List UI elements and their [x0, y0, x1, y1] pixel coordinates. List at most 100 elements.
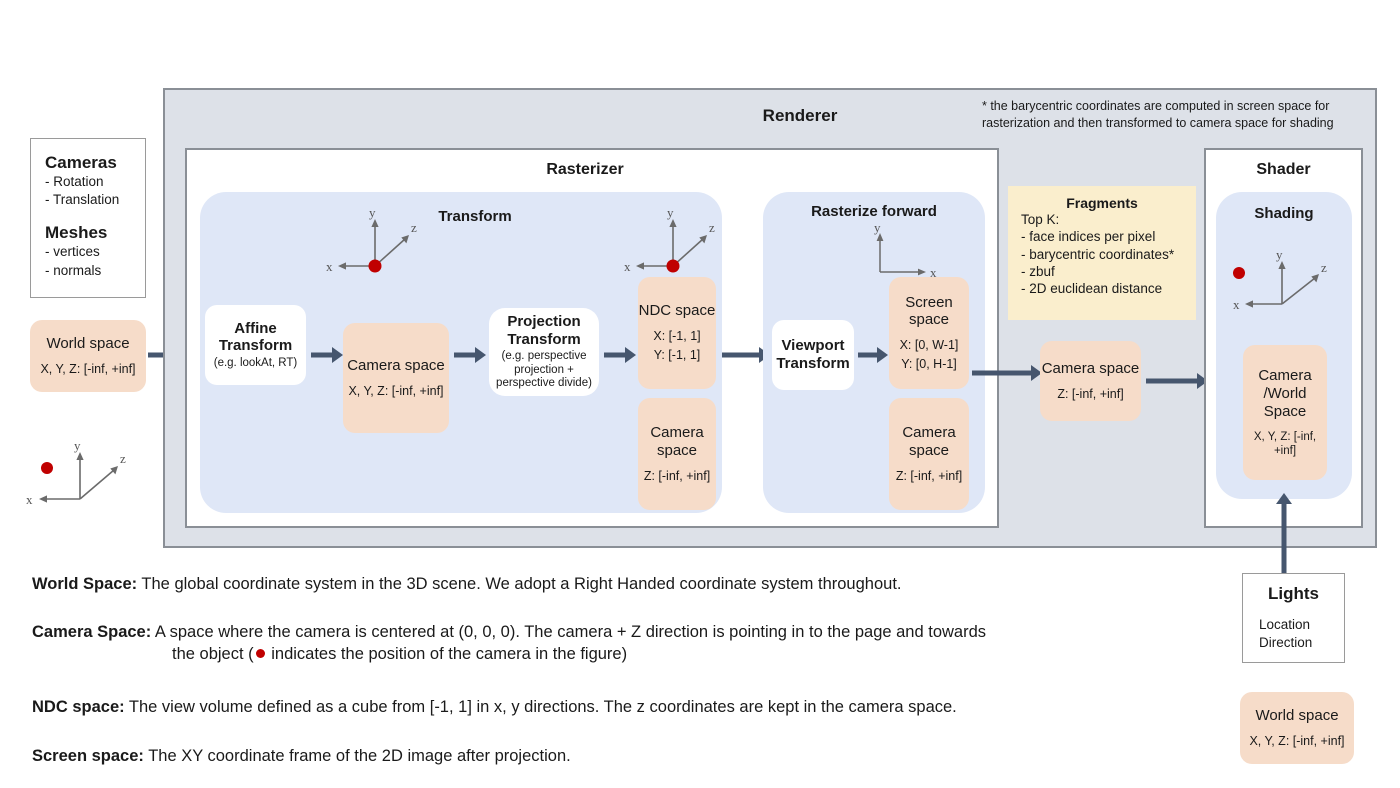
lights-item-location: Location — [1259, 616, 1311, 632]
gizmo-label-y: y — [74, 438, 81, 453]
legend-term-world-space: World Space: — [32, 575, 138, 593]
gizmo-label-x: x — [26, 492, 33, 507]
shading-axes-gizmo: y x z — [1220, 242, 1346, 322]
gizmo-label-y: y — [1276, 247, 1283, 262]
legend-body2-post-camera-space: indicates the position of the camera in … — [266, 645, 628, 664]
camera-space-node-ndc: Camera space Z: [-inf, +inf] — [638, 398, 716, 510]
lights-world-space-node: World space X, Y, Z: [-inf, +inf] — [1240, 692, 1354, 764]
gizmo-label-y: y — [874, 220, 881, 235]
legend-term-screen-space: Screen space: — [32, 747, 144, 765]
ndc-space-range-x: X: [-1, 1] — [653, 329, 701, 344]
projection-transform-node: Projection Transform (e.g. perspective p… — [489, 308, 599, 396]
world-space-input-node: World space X, Y, Z: [-inf, +inf] — [30, 320, 146, 392]
legend-term-ndc-space: NDC space: — [32, 698, 125, 716]
fragments-line-2: - barycentric coordinates* — [1021, 246, 1175, 262]
camera-space-node-transform: Camera space X, Y, Z: [-inf, +inf] — [343, 323, 449, 433]
shading-title: Shading — [1254, 205, 1314, 222]
camera-dot-icon — [255, 649, 265, 659]
legend-ndc-space: NDC space: The view volume defined as a … — [32, 696, 1092, 718]
camera-space-range-z: Z: [-inf, +inf] — [1057, 386, 1124, 401]
arrow-lights-to-shading — [1276, 493, 1292, 575]
lights-card: Lights Location Direction — [1242, 573, 1345, 663]
camera-world-space-range: X, Y, Z: [-inf, +inf] — [1253, 430, 1317, 457]
affine-transform-node: Affine Transform (e.g. lookAt, RT) — [205, 305, 306, 385]
camera-world-space-title-1: Camera — [1258, 367, 1312, 385]
projection-transform-note: (e.g. perspective projection + perspecti… — [496, 350, 592, 390]
rasterize-forward-title: Rasterize forward — [811, 203, 937, 220]
legend-body-world-space: The global coordinate system in the 3D s… — [137, 575, 902, 593]
ndc-space-range-y: Y: [-1, 1] — [653, 348, 701, 363]
gizmo-label-z: z — [411, 220, 417, 235]
legend-term-camera-space: Camera Space: — [32, 623, 152, 641]
lights-world-space-title: World space — [1255, 707, 1339, 725]
camera-space-node-raster: Camera space Z: [-inf, +inf] — [889, 398, 969, 510]
gizmo-label-y: y — [369, 205, 376, 220]
transform-axes-gizmo: y x z — [315, 196, 425, 282]
fragments-line-0: Top K: — [1021, 212, 1060, 227]
gizmo-label-z: z — [709, 220, 715, 235]
ndc-space-title: NDC space — [638, 302, 716, 320]
viewport-transform-title: Viewport Transform — [776, 337, 850, 372]
projection-transform-title: Projection Transform — [507, 312, 581, 348]
affine-transform-note: (e.g. lookAt, RT) — [213, 356, 298, 369]
fragments-title: Fragments — [1066, 195, 1138, 211]
gizmo-label-z: z — [1321, 260, 1327, 275]
meshes-title: Meshes — [45, 223, 108, 243]
gizmo-label-y: y — [667, 205, 674, 220]
legend-body2-pre-camera-space: the object ( — [172, 645, 254, 664]
camera-dot — [41, 462, 53, 474]
camera-space-title: Camera space — [347, 357, 445, 375]
fragments-line-4: - 2D euclidean distance — [1021, 281, 1163, 297]
arrow-raster-to-fragments — [972, 365, 1042, 381]
legend-camera-space: Camera Space: A space where the camera i… — [32, 621, 1122, 666]
screen-space-title: Screen space — [905, 293, 953, 329]
legend-body-screen-space: The XY coordinate frame of the 2D image … — [143, 747, 571, 765]
screen-axes-gizmo: y x — [865, 220, 955, 285]
arrow-projection-to-ndc — [604, 347, 636, 363]
inputs-card: Cameras - Rotation - Translation Meshes … — [30, 138, 146, 298]
world-space-input-range: X, Y, Z: [-inf, +inf] — [40, 361, 136, 376]
ndc-axes-gizmo: y x z — [617, 196, 727, 282]
gizmo-label-z: z — [120, 451, 126, 466]
legend-body-ndc-space: The view volume defined as a cube from [… — [124, 698, 957, 716]
camera-dot — [666, 259, 680, 273]
fragments-line-3: - zbuf — [1021, 263, 1055, 279]
viewport-transform-node: Viewport Transform — [772, 320, 854, 390]
gizmo-label-x: x — [930, 265, 937, 280]
lights-world-space-range: X, Y, Z: [-inf, +inf] — [1249, 733, 1345, 748]
meshes-item-vertices: - vertices — [45, 244, 100, 260]
camera-dot — [368, 259, 382, 273]
renderer-footnote: * the barycentric coordinates are comput… — [982, 99, 1334, 130]
screen-space-range-y: Y: [0, H-1] — [901, 357, 957, 372]
camera-space-range-z: Z: [-inf, +inf] — [643, 468, 711, 483]
cameras-item-translation: - Translation — [45, 192, 120, 208]
camera-space-range: X, Y, Z: [-inf, +inf] — [348, 383, 444, 398]
screen-space-node: Screen space X: [0, W-1] Y: [0, H-1] — [889, 277, 969, 389]
legend-world-space: World Space: The global coordinate syste… — [32, 573, 1092, 595]
meshes-item-normals: - normals — [45, 262, 102, 278]
camera-world-space-title-2: /World — [1263, 385, 1307, 403]
transform-title: Transform — [438, 208, 512, 225]
fragments-box: Fragments Top K: - face indices per pixe… — [1008, 186, 1196, 320]
renderer-title: Renderer — [762, 106, 838, 125]
gizmo-label-x: x — [326, 259, 333, 274]
shader-title: Shader — [1256, 161, 1311, 178]
fragments-line-1: - face indices per pixel — [1021, 229, 1156, 245]
arrow-viewport-to-screen — [858, 347, 888, 363]
camera-space-node-output: Camera space Z: [-inf, +inf] — [1040, 341, 1141, 421]
cameras-title: Cameras — [45, 153, 117, 172]
affine-transform-title: Affine Transform — [218, 319, 293, 355]
world-space-input-title: World space — [46, 335, 130, 353]
legend-screen-space: Screen space: The XY coordinate frame of… — [32, 745, 1092, 767]
legend-body-camera-space: A space where the camera is centered at … — [151, 623, 987, 641]
lights-item-direction: Direction — [1259, 635, 1313, 650]
gizmo-label-x: x — [1233, 297, 1240, 312]
ndc-space-node: NDC space X: [-1, 1] Y: [-1, 1] — [638, 277, 716, 389]
camera-world-space-node: Camera /World Space X, Y, Z: [-inf, +inf… — [1243, 345, 1327, 480]
cameras-item-rotation: - Rotation — [45, 174, 104, 189]
world-axes-gizmo: y x z — [22, 425, 142, 515]
arrow-affine-to-camera — [311, 347, 343, 363]
camera-space-title: Camera space — [1041, 360, 1140, 378]
lights-title: Lights — [1268, 583, 1319, 603]
